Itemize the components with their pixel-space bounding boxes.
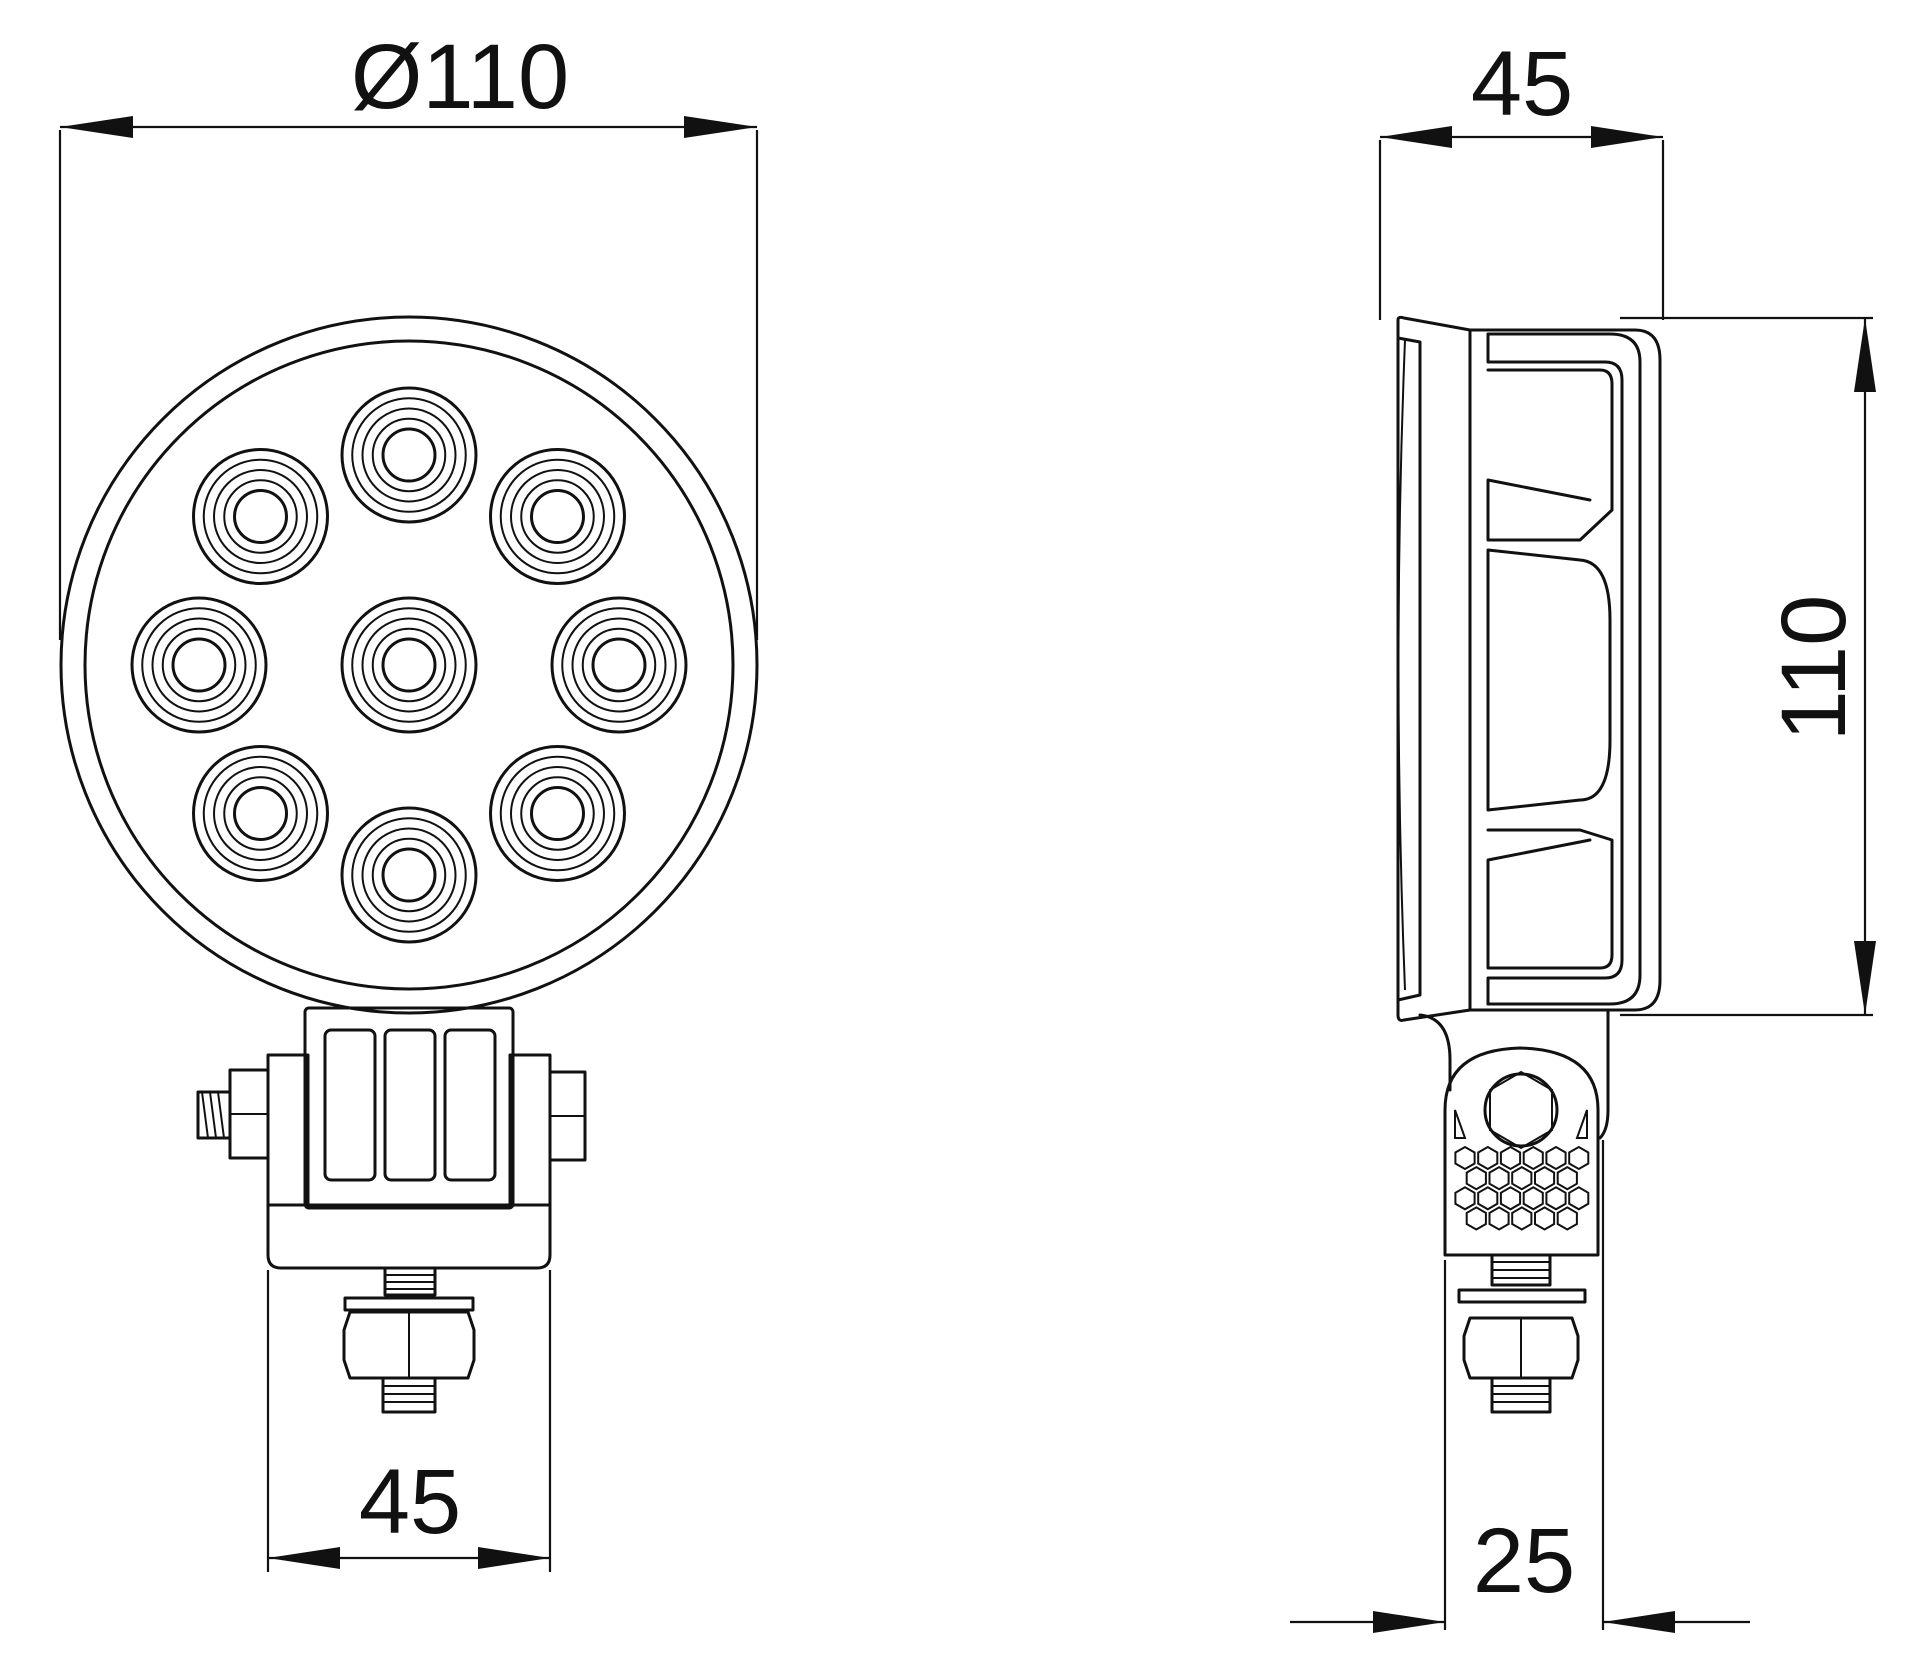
arrow-right: [1603, 1611, 1675, 1633]
honeycomb-cell: [1522, 1145, 1544, 1171]
arrow-right: [1591, 126, 1663, 148]
led-6: [340, 806, 478, 944]
bracket-plate: [1443, 1046, 1600, 1257]
honeycomb-cell: [1488, 1165, 1510, 1191]
honeycomb-cell: [1454, 1186, 1476, 1211]
housing-side-profile: [1396, 315, 1662, 1022]
led-3: [488, 448, 626, 586]
honeycomb-cell: [1477, 1186, 1499, 1211]
led-5: [488, 744, 626, 882]
bracket-hinge: [303, 1006, 515, 1210]
arrow-left: [268, 1547, 340, 1569]
honeycomb-cell: [1454, 1145, 1476, 1171]
led-7: [192, 744, 330, 882]
hinge-rib-1: [323, 1028, 377, 1182]
side-bracket: [1418, 1008, 1610, 1414]
led-1: [340, 596, 478, 734]
front-view: Ø110: [58, 26, 759, 1572]
led-array: [130, 386, 688, 944]
led-9: [192, 448, 330, 586]
bolt-thread-left: [196, 1090, 232, 1140]
honeycomb-cell: [1556, 1165, 1578, 1191]
honeycomb-cell: [1499, 1145, 1522, 1171]
honeycomb-cell: [1545, 1186, 1567, 1211]
arrow-left: [1373, 1611, 1445, 1633]
housing-outer-ring: [59, 315, 759, 1015]
arrow-left: [60, 116, 133, 138]
arrow-top: [1854, 318, 1876, 392]
diameter-label: Ø110: [351, 26, 569, 128]
honeycomb-cell: [1465, 1165, 1487, 1191]
led-4: [550, 596, 688, 734]
pivot-bolt-head: [1483, 1072, 1559, 1148]
honeycomb-cell: [1568, 1186, 1590, 1211]
arrow-left: [1380, 126, 1452, 148]
side-view: 45 110: [1290, 33, 1876, 1633]
pivot-hex: [1489, 1070, 1553, 1150]
lens-curve: [1397, 339, 1406, 991]
side-depth-dimension: 45: [1378, 33, 1665, 320]
arrow-right: [684, 116, 757, 138]
honeycomb-cell: [1477, 1145, 1499, 1171]
front-bracket: [196, 1006, 587, 1414]
depth-label: 45: [1471, 33, 1573, 135]
honeycomb-cell: [1534, 1165, 1556, 1191]
front-bracket-dimension: 45: [266, 1270, 552, 1572]
bracket-base: [266, 1203, 552, 1270]
honeycomb-cell: [1488, 1206, 1510, 1231]
fin-middle: [1486, 548, 1612, 812]
bracket-left-plate: [266, 1053, 310, 1207]
honeycomb-cell: [1465, 1206, 1487, 1231]
honeycomb-cell: [1545, 1145, 1567, 1171]
hinge-rib-3: [443, 1028, 497, 1182]
lens-edge: [1396, 336, 1422, 1002]
bracket-notches: [1454, 1109, 1588, 1139]
washer: [343, 1296, 475, 1312]
honeycomb-cell: [1499, 1186, 1522, 1211]
bracket-arm-left: [1418, 1013, 1452, 1092]
bracket-width-label: 45: [359, 1451, 461, 1553]
side-nut: [1462, 1316, 1580, 1380]
arrow-bottom: [1854, 941, 1876, 1015]
fin-upper: [1486, 368, 1614, 542]
honeycomb-cell: [1568, 1145, 1590, 1171]
side-bracket-dimension: 25: [1290, 1140, 1750, 1633]
hinge-rib-2: [383, 1028, 437, 1182]
honeycomb-cell: [1556, 1206, 1578, 1231]
honeycomb-cell: [1522, 1186, 1544, 1211]
bracket-right-plate: [508, 1053, 552, 1207]
side-bracket-width-label: 25: [1473, 1510, 1575, 1612]
led-2: [340, 386, 478, 524]
side-washer: [1457, 1288, 1587, 1304]
honeycomb-cell: [1511, 1206, 1533, 1231]
fin-outline: [1486, 332, 1642, 1006]
honeycomb-cell: [1511, 1165, 1533, 1191]
diameter-dimension: Ø110: [58, 26, 759, 640]
honeycomb-cell: [1534, 1206, 1556, 1231]
height-label: 110: [1763, 595, 1865, 742]
fin-inner: [1486, 332, 1624, 1006]
arrow-right: [478, 1547, 550, 1569]
side-height-dimension: 110: [1620, 316, 1876, 1017]
led-8: [130, 596, 268, 734]
lens-ring: [83, 339, 735, 991]
bottom-nut: [342, 1310, 476, 1380]
honeycomb-texture: [1454, 1145, 1590, 1231]
bracket-arm-right: [1598, 1008, 1610, 1140]
fin-lower: [1486, 828, 1614, 970]
